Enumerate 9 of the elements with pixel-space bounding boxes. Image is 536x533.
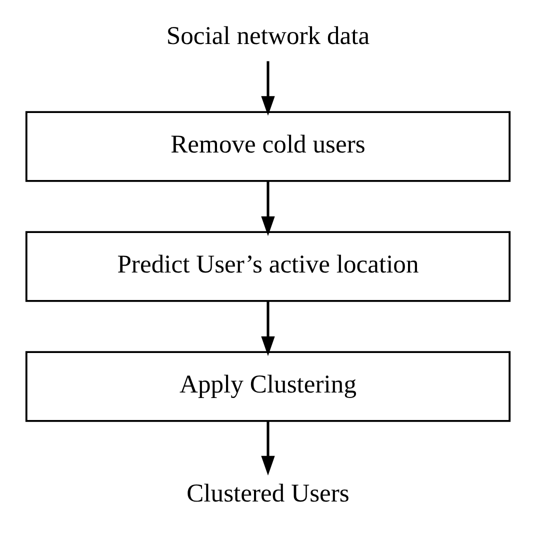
arrow: [261, 420, 275, 476]
arrow: [261, 181, 275, 236]
node-text: Clustered Users: [186, 478, 350, 508]
node-box: Predict User’s active location: [25, 231, 511, 302]
node-box: Apply Clustering: [25, 351, 511, 422]
arrow: [261, 61, 275, 116]
arrow: [261, 301, 275, 356]
node-text: Social network data: [166, 20, 370, 50]
node-box: Remove cold users: [25, 111, 511, 182]
